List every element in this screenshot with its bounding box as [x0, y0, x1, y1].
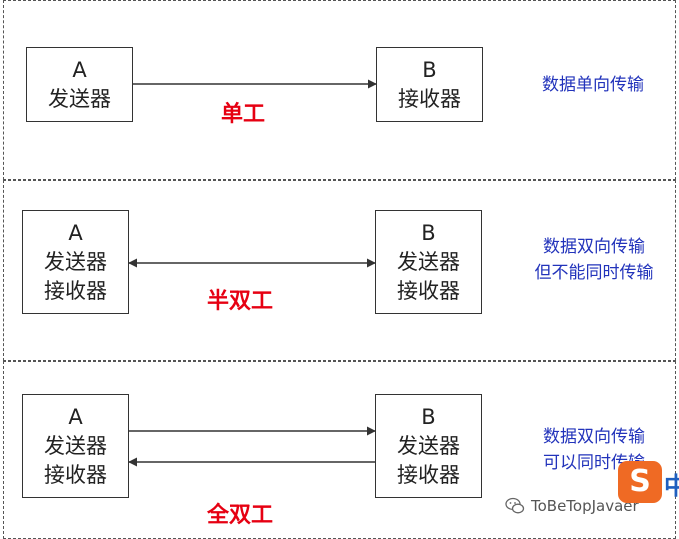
half-duplex-panel [3, 180, 676, 361]
logo-tail-glyph: 中 [664, 472, 679, 500]
simplex-sender-role: 发送器 [48, 86, 111, 111]
watermark: ToBeTopJavaer [505, 497, 639, 515]
full-duplex-left-sender: 发送器 [44, 433, 107, 458]
half-duplex-left-id: A [68, 220, 83, 245]
full-duplex-right-receiver: 接收器 [397, 462, 460, 487]
half-duplex-description-line-1: 数据双向传输 [543, 237, 645, 257]
full-duplex-left-box: A 发送器 接收器 [22, 394, 129, 498]
full-duplex-right-sender: 发送器 [397, 433, 460, 458]
half-duplex-description-line-2: 但不能同时传输 [534, 263, 654, 283]
half-duplex-left-receiver: 接收器 [44, 278, 107, 303]
simplex-sender-box: A 发送器 [26, 47, 133, 122]
logo-mark: S [629, 464, 651, 499]
full-duplex-right-id: B [421, 404, 436, 429]
full-duplex-label: 全双工 [206, 503, 274, 528]
simplex-sender-id: A [72, 57, 87, 82]
full-duplex-left-receiver: 接收器 [44, 462, 107, 487]
full-duplex-right-box: B 发送器 接收器 [375, 394, 482, 498]
half-duplex-description: 数据双向传输 但不能同时传输 [535, 234, 654, 286]
half-duplex-label: 半双工 [206, 289, 274, 314]
half-duplex-right-sender: 发送器 [397, 249, 460, 274]
half-duplex-left-sender: 发送器 [44, 249, 107, 274]
simplex-description-line-1: 数据单向传输 [542, 75, 644, 95]
simplex-receiver-role: 接收器 [398, 86, 461, 111]
full-duplex-left-id: A [68, 404, 83, 429]
watermark-text: ToBeTopJavaer [531, 497, 639, 515]
simplex-description: 数据单向传输 [542, 72, 644, 98]
full-duplex-description-line-1: 数据双向传输 [543, 427, 645, 447]
sogou-input-logo[interactable]: S [618, 461, 662, 503]
half-duplex-right-receiver: 接收器 [397, 278, 460, 303]
wechat-icon [505, 497, 525, 514]
full-duplex-description: 数据双向传输 可以同时传输 [543, 424, 645, 476]
simplex-receiver-box: B 接收器 [376, 47, 483, 122]
half-duplex-right-id: B [421, 220, 436, 245]
simplex-label: 单工 [220, 102, 266, 127]
simplex-receiver-id: B [422, 57, 437, 82]
half-duplex-right-box: B 发送器 接收器 [375, 210, 482, 314]
simplex-panel [3, 0, 676, 180]
half-duplex-left-box: A 发送器 接收器 [22, 210, 129, 314]
